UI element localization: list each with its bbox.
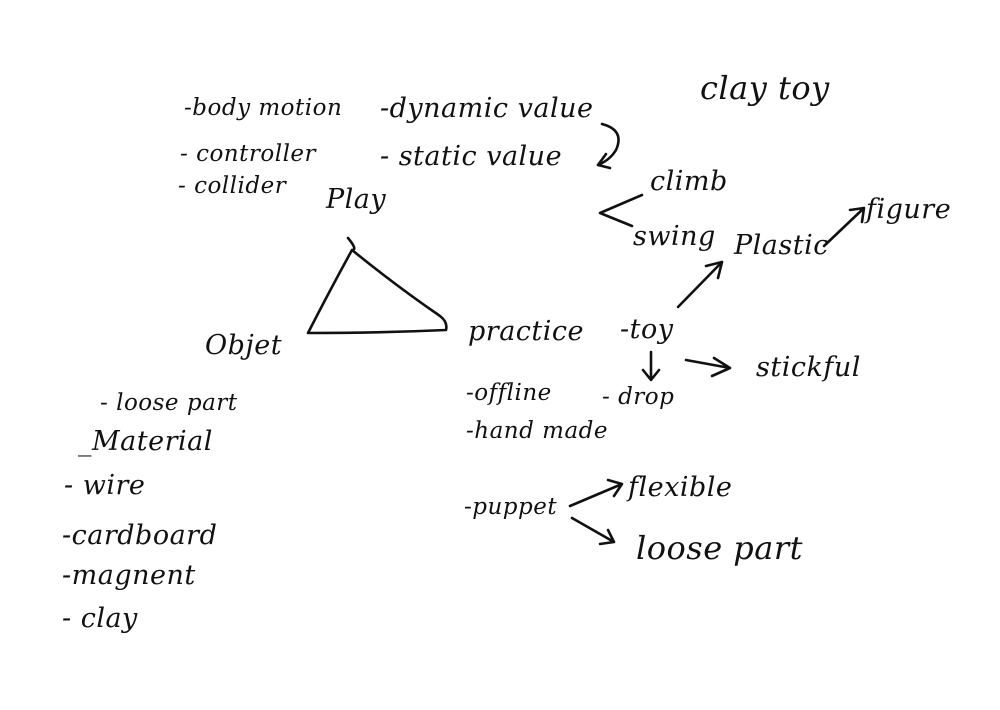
- flexible-note: flexible: [628, 472, 733, 503]
- clay-toy-heading: clay toy: [700, 69, 830, 107]
- practice-item-hand-made: -hand made: [466, 418, 609, 444]
- puppet-to-loose-part-arrow: [570, 516, 616, 546]
- play-item-collider: - collider: [178, 173, 287, 199]
- plastic-note: Plastic: [734, 230, 829, 261]
- static-value-note: - static value: [380, 141, 563, 172]
- climb-swing-bracket: [598, 193, 644, 228]
- practice-heading: practice: [468, 316, 584, 347]
- stickful-note: stickful: [756, 352, 861, 383]
- puppet-note: -puppet: [464, 494, 558, 520]
- objet-item-clay: - clay: [62, 603, 138, 634]
- play-item-body-motion: -body motion: [184, 95, 343, 121]
- loose-part-note: loose part: [636, 529, 804, 567]
- play-triangle: [306, 236, 448, 335]
- dynamic-value-note: -dynamic value: [380, 93, 594, 124]
- objet-item-cardboard: -cardboard: [62, 520, 218, 551]
- puppet-to-flexible-arrow: [568, 478, 624, 508]
- objet-item-magnent: -magnent: [62, 560, 196, 591]
- swing-note: swing: [633, 221, 716, 252]
- climb-note: climb: [650, 166, 728, 197]
- toy-to-stickful-arrow: [684, 356, 732, 378]
- drop-note: - drop: [602, 384, 675, 410]
- swing-to-plastic-arrow: [676, 260, 724, 309]
- practice-item-offline: -offline: [466, 380, 552, 406]
- toy-to-drop-arrow: [641, 350, 661, 382]
- value-loop-arrow: [596, 122, 620, 170]
- play-heading: Play: [326, 184, 387, 215]
- figure-note: figure: [866, 194, 952, 225]
- objet-item-wire: - wire: [64, 470, 146, 501]
- plastic-to-figure-arrow: [822, 206, 866, 248]
- play-item-controller: - controller: [180, 141, 317, 167]
- toy-note: -toy: [620, 314, 674, 345]
- objet-item-material: _Material: [78, 426, 213, 457]
- objet-item-loose-part: - loose part: [100, 390, 238, 416]
- objet-heading: Objet: [205, 330, 283, 361]
